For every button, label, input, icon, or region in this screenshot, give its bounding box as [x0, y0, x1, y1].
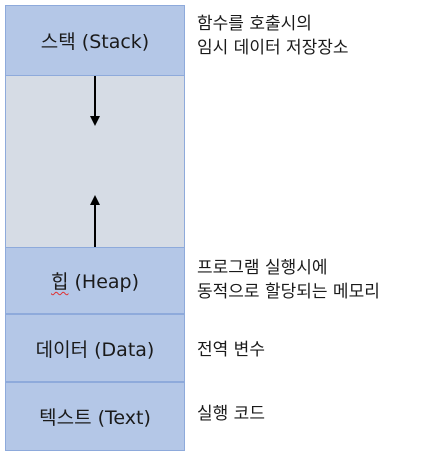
heap-segment-label-korean: 힙: [50, 271, 69, 293]
text-segment: 텍스트 (Text): [5, 382, 185, 451]
heap-description: 프로그램 실행시에 동적으로 할당되는 메모리: [197, 256, 380, 304]
stack-description: 함수를 호출시의 임시 데이터 저장장소: [197, 12, 349, 60]
stack-description-line-1: 함수를 호출시의: [197, 14, 312, 34]
heap-segment-label-english: (Heap): [68, 271, 140, 293]
stack-growth-arrow: [90, 76, 100, 126]
stack-description-line-2: 임시 데이터 저장장소: [197, 38, 349, 58]
heap-description-line-1: 프로그램 실행시에: [197, 258, 328, 278]
data-description-line-1: 전역 변수: [197, 340, 265, 360]
heap-description-line-2: 동적으로 할당되는 메모리: [197, 282, 380, 302]
text-description-line-1: 실행 코드: [197, 404, 265, 424]
stack-segment-label: 스택 (Stack): [40, 31, 150, 53]
stack-segment: 스택 (Stack): [5, 5, 185, 76]
text-description: 실행 코드: [197, 402, 265, 426]
text-segment-label: 텍스트 (Text): [39, 407, 151, 429]
data-description: 전역 변수: [197, 338, 265, 362]
heap-growth-arrow: [90, 195, 100, 247]
heap-segment-label: 힙 (Heap): [51, 267, 139, 294]
data-segment-label: 데이터 (Data): [35, 338, 155, 361]
data-segment: 데이터 (Data): [5, 314, 185, 382]
heap-segment: 힙 (Heap): [5, 247, 185, 314]
